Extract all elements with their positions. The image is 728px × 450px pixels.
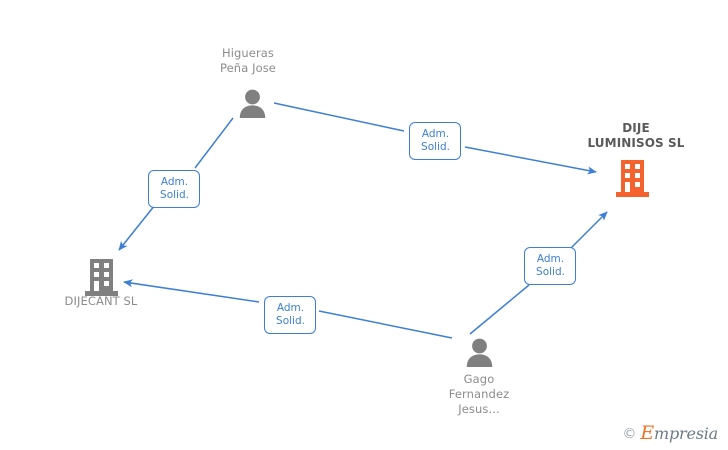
edge-higueras-to-dijecant	[194, 117, 234, 169]
copyright-icon: ©	[622, 425, 637, 442]
building-icon	[616, 160, 649, 197]
node-dijecant-company[interactable]	[85, 259, 118, 296]
edge-gago-to-dijecant-tail	[123, 279, 260, 303]
edge-label-higueras-to-dije-luminisos[interactable]: Adm. Solid.	[409, 122, 461, 160]
edge-higueras-to-dijecant-tail	[118, 204, 156, 251]
empresia-watermark: © Empresia	[622, 422, 718, 444]
empresia-logo-rest: mpresia	[654, 424, 718, 443]
edge-gago-to-dije-luminisos	[469, 284, 530, 335]
node-higueras-person[interactable]	[238, 88, 267, 118]
edge-gago-to-dije-luminisos-tail	[569, 211, 608, 250]
edge-label-gago-to-dijecant[interactable]: Adm. Solid.	[264, 296, 316, 334]
edge-label-higueras-to-dijecant[interactable]: Adm. Solid.	[148, 170, 200, 208]
edge-gago-to-dijecant	[318, 310, 453, 339]
person-icon	[466, 338, 493, 367]
building-icon	[85, 259, 118, 296]
node-dije-luminisos-company[interactable]	[616, 160, 649, 197]
edge-higueras-to-dije-luminisos-tail	[464, 146, 597, 175]
edge-higueras-to-dije-luminisos	[273, 102, 405, 132]
node-gago-person[interactable]	[465, 337, 494, 367]
person-icon	[239, 89, 266, 118]
edge-label-gago-to-dije-luminisos[interactable]: Adm. Solid.	[524, 247, 576, 285]
empresia-logo-initial: E	[640, 422, 654, 444]
empresia-logo: Empresia	[640, 422, 718, 444]
